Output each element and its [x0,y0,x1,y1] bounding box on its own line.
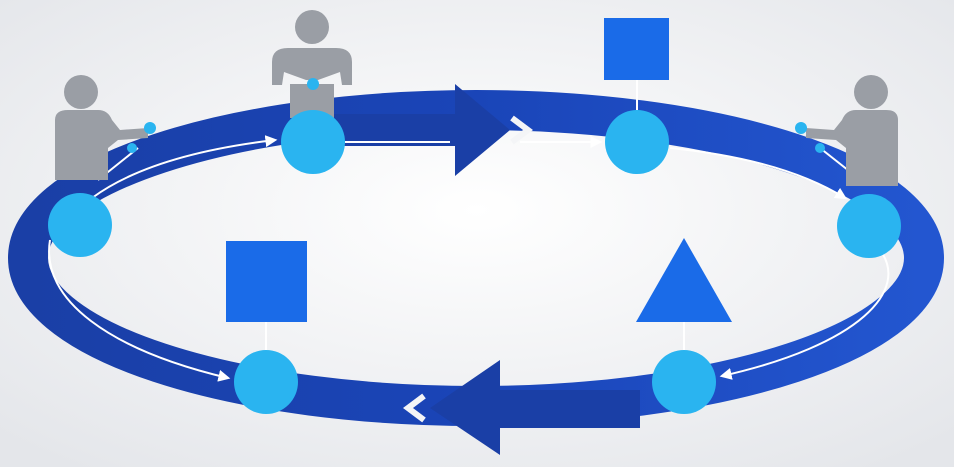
flow-arrow-3-4 [669,147,848,200]
node-6 [234,350,298,414]
hand-dots [127,78,825,153]
flow-arrow-6-1 [48,239,231,382]
square-shape-bottom [226,241,307,322]
node-2 [281,110,345,174]
person-icon [806,75,898,186]
flow-arrow-1-2 [91,135,278,199]
node-4 [837,194,901,258]
flow-arrow-4-5 [719,249,890,380]
person-icon [55,75,148,180]
cycle-ring [8,84,944,455]
square-shape-top [604,18,669,80]
bottom-big-arrow [430,360,640,455]
node-1 [48,193,112,257]
top-big-arrow [300,84,510,176]
node-3 [605,110,669,174]
inner-flow-arrows [48,135,890,382]
node-5 [652,350,716,414]
triangle-shape [636,238,732,322]
cycle-nodes [48,110,901,414]
